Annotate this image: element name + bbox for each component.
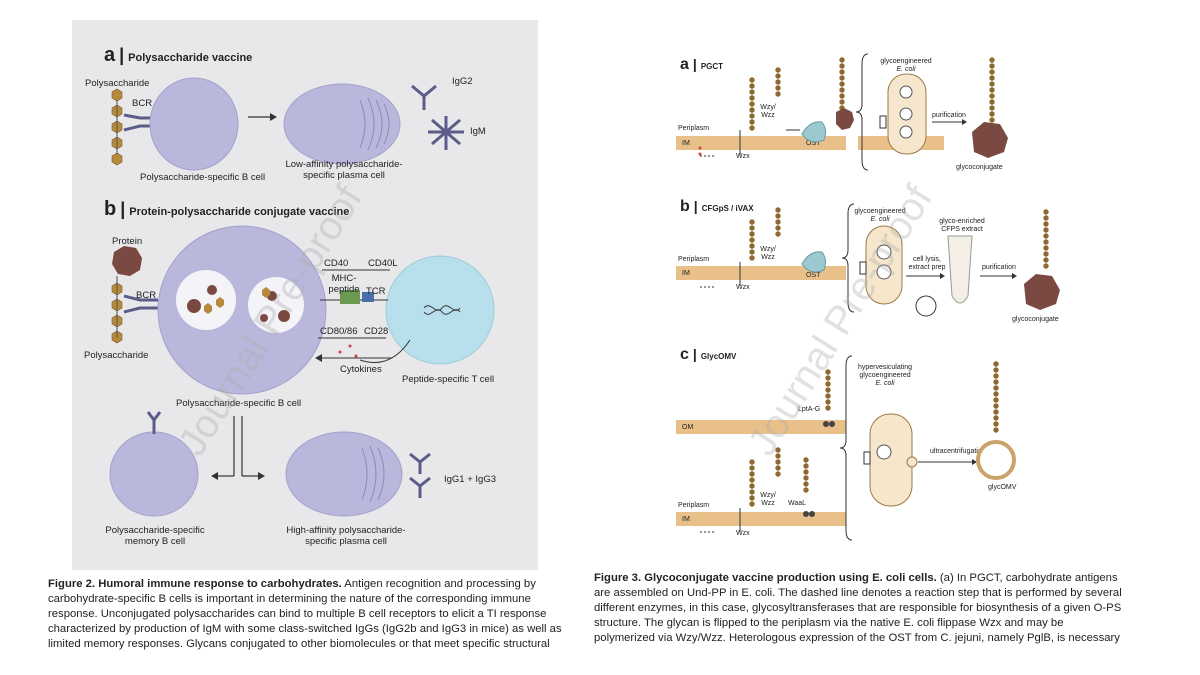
- label-cd40l: CD40L: [368, 258, 398, 269]
- fig3-panel-a-title: a|PGCT: [680, 56, 724, 73]
- im-membrane-a: [676, 136, 846, 150]
- label-im-a: IM: [682, 140, 690, 147]
- label-periplasm-b: Periplasm: [678, 256, 710, 263]
- label-wzy-wzz-c: Wzy/Wzz: [760, 492, 776, 508]
- label-ultracentrifugation: ultracentrifugation: [930, 448, 986, 455]
- label-om: OM: [682, 424, 694, 431]
- label-wzx-c: Wzx: [736, 530, 750, 537]
- label-lpta: LptA-G: [798, 406, 821, 413]
- label-bcr-b: BCR: [136, 290, 157, 301]
- label-igg1-igg3: IgG1 + IgG3: [444, 474, 497, 485]
- label-ost-a: OST: [806, 140, 821, 147]
- label-low-affinity: Low-affinity polysaccharide-specific pla…: [285, 159, 403, 181]
- label-peptide-t-cell: Peptide-specific T cell: [402, 374, 495, 385]
- label-polysaccharide-a: Polysaccharide: [85, 78, 150, 89]
- label-ost-b: OST: [806, 272, 821, 279]
- label-cell-lysis: cell lysis,extract prep: [908, 256, 946, 272]
- label-cytokines: Cytokines: [340, 364, 382, 375]
- label-high-affinity: High-affinity polysaccharide-specific pl…: [286, 525, 406, 547]
- label-wzx-a: Wzx: [736, 153, 750, 160]
- fig2-panel-a-title: a|Polysaccharide vaccine: [104, 44, 253, 66]
- label-bcr-a: BCR: [132, 98, 153, 109]
- figure-3-caption: Figure 3. Glycoconjugate vaccine product…: [594, 572, 1122, 644]
- label-cd40: CD40: [324, 258, 349, 269]
- label-ps-specific-b-cell: Polysaccharide-specific B cell: [140, 172, 266, 183]
- label-im-b: IM: [682, 270, 690, 277]
- label-cd28: CD28: [364, 326, 389, 337]
- label-wzx-b: Wzx: [736, 284, 750, 291]
- fig3-panel-c-title: c|GlycOMV: [680, 346, 737, 363]
- label-periplasm-c: Periplasm: [678, 502, 710, 509]
- label-glycoconjugate-b: glycoconjugate: [1012, 316, 1059, 323]
- label-im-c: IM: [682, 516, 690, 523]
- label-igg2: IgG2: [452, 76, 473, 87]
- label-tcr: TCR: [366, 286, 386, 297]
- label-wzy-wzz-b: Wzy/Wzz: [760, 246, 776, 262]
- label-wzy-wzz-a: Wzy/Wzz: [760, 104, 776, 120]
- label-mhc-peptide: MHC-peptide: [328, 273, 360, 295]
- fig3-panel-b-title: b|CFGpS / iVAX: [680, 198, 754, 215]
- om-membrane-c: [676, 420, 846, 434]
- label-periplasm-a: Periplasm: [678, 125, 710, 132]
- label-cd80: CD80/86: [320, 326, 358, 337]
- label-protein: Protein: [112, 236, 143, 247]
- fig2-panel-b-title: b|Protein-polysaccharide conjugate vacci…: [104, 198, 350, 220]
- label-ps-specific-b-cell-b: Polysaccharide-specific B cell: [176, 398, 302, 409]
- label-wasl: WaaL: [788, 500, 807, 507]
- label-purification-a: purification: [932, 112, 966, 119]
- figure-2-caption: Figure 2. Humoral immune response to car…: [48, 578, 562, 650]
- label-glycomv: glycOMV: [988, 484, 1017, 491]
- label-igm: IgM: [470, 126, 486, 137]
- im-membrane-b: [676, 266, 846, 280]
- label-purification-b: purification: [982, 264, 1016, 271]
- label-polysaccharide-b: Polysaccharide: [84, 350, 149, 361]
- label-glycoconjugate-a: glycoconjugate: [956, 164, 1003, 171]
